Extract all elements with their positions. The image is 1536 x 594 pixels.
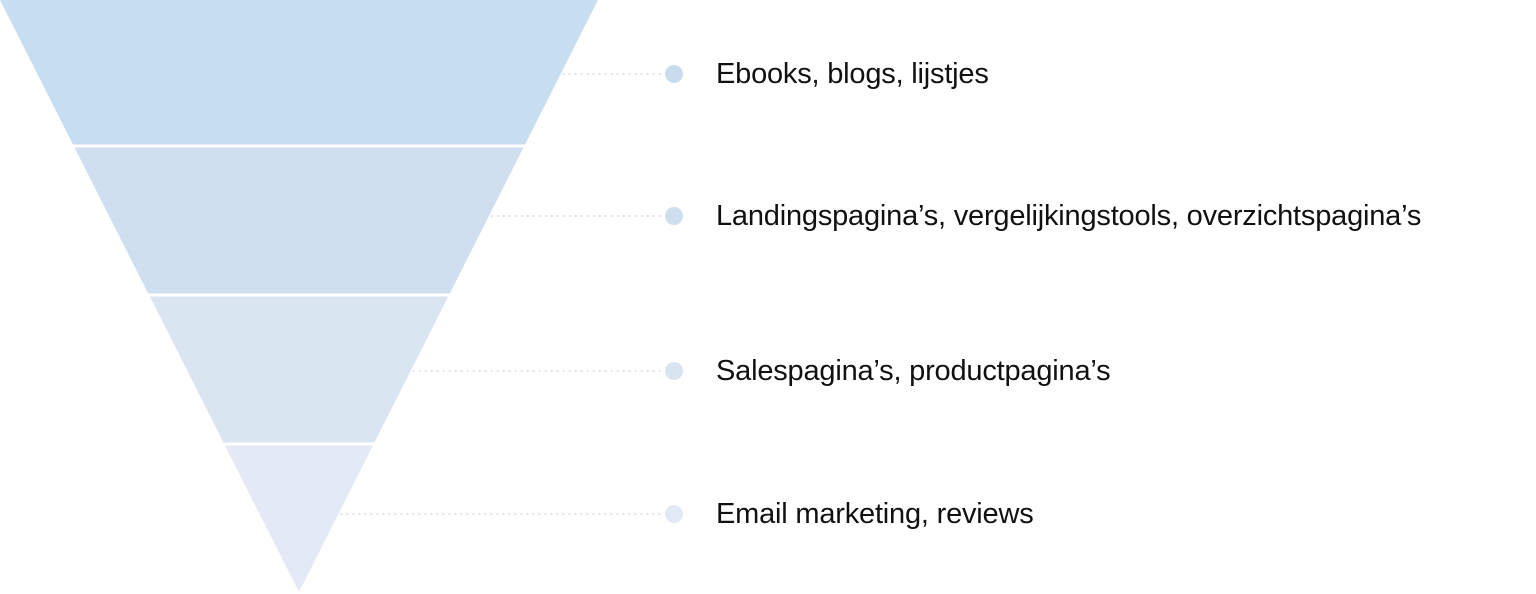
bullet-dot-landingspaginas <box>665 207 683 225</box>
funnel-layer-ebooks <box>0 0 598 145</box>
bullet-dot-salespaginas <box>665 362 683 380</box>
funnel-layer-email-marketing <box>225 445 373 592</box>
funnel-stage-label-landingspaginas: Landingspagina’s, vergelijkingstools, ov… <box>716 200 1422 232</box>
funnel-layer-salespaginas <box>149 296 449 443</box>
funnel-layer-landingspaginas <box>74 147 524 294</box>
bullet-dot-ebooks <box>665 65 683 83</box>
funnel-stage-label-ebooks: Ebooks, blogs, lijstjes <box>716 58 989 90</box>
funnel-stage-label-email-marketing: Email marketing, reviews <box>716 498 1034 530</box>
funnel-stage-label-salespaginas: Salespagina’s, productpagina’s <box>716 355 1111 387</box>
bullet-dot-email-marketing <box>665 505 683 523</box>
